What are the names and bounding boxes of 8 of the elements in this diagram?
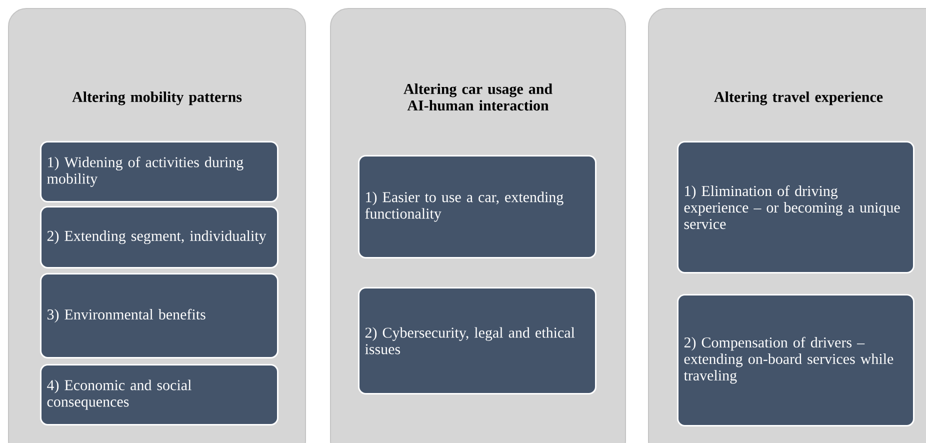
text-box: 4) Economic and social consequences xyxy=(40,364,278,426)
text-box: 1) Elimination of driving experience – or becoming a unique service xyxy=(677,140,914,274)
text-box: 2) Cybersecurity, legal and ethical issues xyxy=(358,286,596,394)
text-box: 1) Widening of activities during mobility xyxy=(40,140,278,202)
text-box: 2) Extending segment, individuality xyxy=(40,206,278,268)
text-box: 3) Environmental benefits xyxy=(40,272,278,358)
text-box: 1) Easier to use a car, extending functionality xyxy=(358,155,596,258)
text-box: 2) Compensation of drivers – extending on-board services while traveling xyxy=(677,294,914,426)
